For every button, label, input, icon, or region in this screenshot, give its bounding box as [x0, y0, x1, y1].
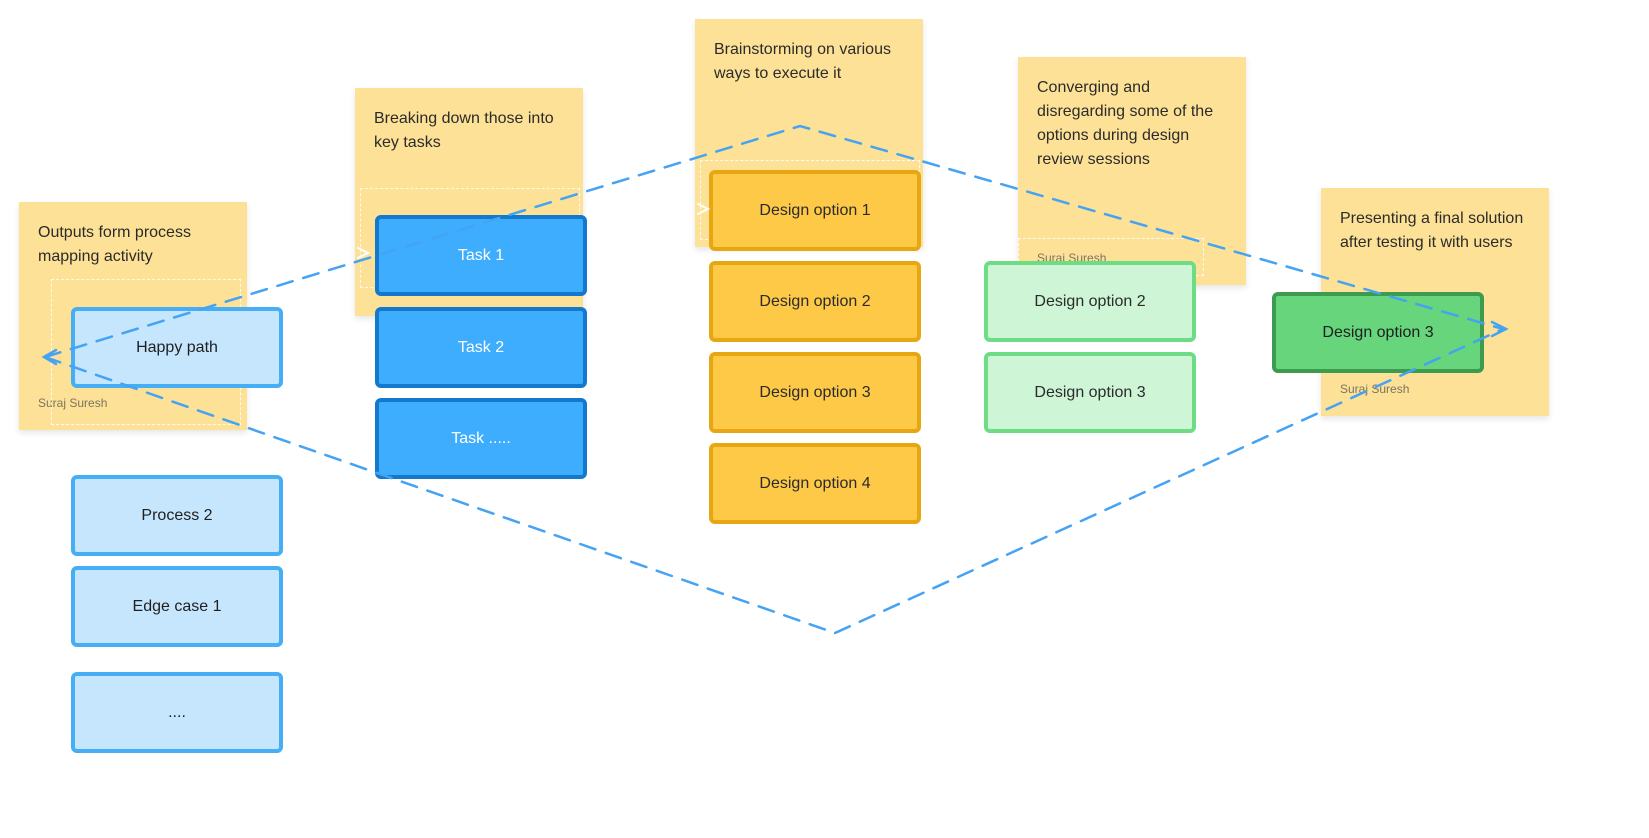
- sticky-note-text: Brainstorming on various ways to execute…: [714, 41, 891, 82]
- card-converged-option-3[interactable]: Design option 3: [984, 352, 1196, 433]
- card-task-2[interactable]: Task 2: [375, 307, 587, 388]
- sticky-note-converging[interactable]: Converging and disregarding some of the …: [1018, 57, 1246, 285]
- sticky-note-author: Suraj Suresh: [1340, 382, 1410, 396]
- sticky-note-author: Suraj Suresh: [38, 396, 108, 410]
- sticky-note-text: Converging and disregarding some of the …: [1037, 79, 1214, 168]
- card-converged-option-2[interactable]: Design option 2: [984, 261, 1196, 342]
- card-task-more[interactable]: Task .....: [375, 398, 587, 479]
- card-happy-path[interactable]: Happy path: [71, 307, 283, 388]
- sticky-note-text: Presenting a final solution after testin…: [1340, 210, 1524, 251]
- arrowhead-left-icon: [41, 348, 58, 366]
- arrowhead-right-icon: [1490, 320, 1509, 338]
- card-design-option-3[interactable]: Design option 3: [709, 352, 921, 433]
- card-design-option-4[interactable]: Design option 4: [709, 443, 921, 524]
- card-task-1[interactable]: Task 1: [375, 215, 587, 296]
- card-process-2[interactable]: Process 2: [71, 475, 283, 556]
- card-design-option-1[interactable]: Design option 1: [709, 170, 921, 251]
- sticky-note-text: Outputs form process mapping activity: [38, 224, 191, 265]
- connector-upper-line: [43, 124, 1505, 359]
- card-edge-case-1[interactable]: Edge case 1: [71, 566, 283, 647]
- frame-arrow-icon: [697, 203, 711, 215]
- sticky-note-text: Breaking down those into key tasks: [374, 110, 554, 151]
- frame-arrow-icon: [357, 247, 371, 259]
- card-ellipsis[interactable]: ....: [71, 672, 283, 753]
- card-design-option-2[interactable]: Design option 2: [709, 261, 921, 342]
- connector-lower-line: [43, 327, 1505, 635]
